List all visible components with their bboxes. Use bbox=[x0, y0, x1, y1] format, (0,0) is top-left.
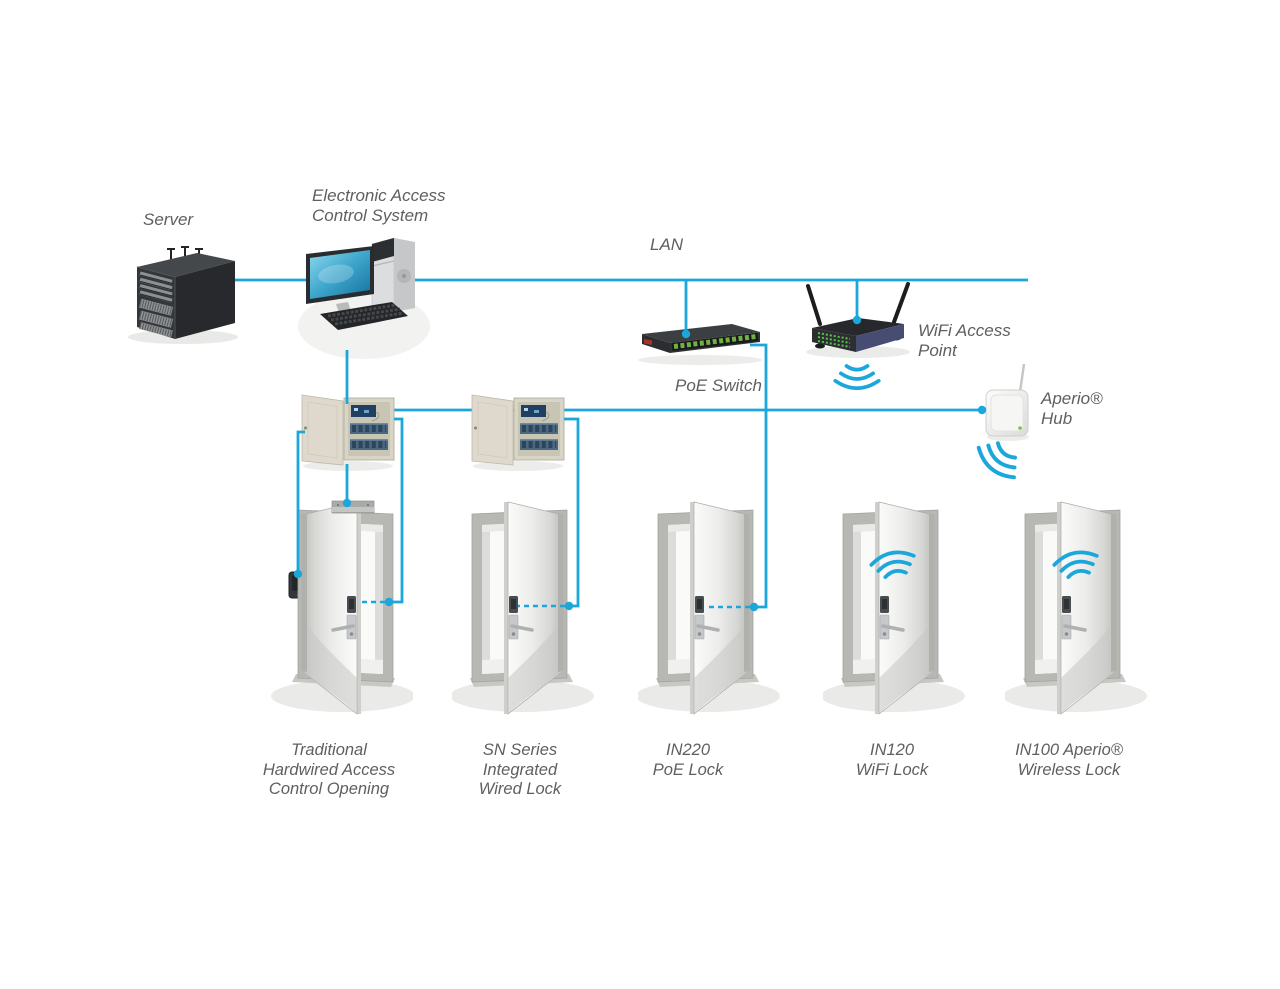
antenna-left bbox=[806, 284, 822, 326]
control-panel-1 bbox=[298, 392, 398, 472]
door4-label: IN120 WiFi Lock bbox=[855, 741, 929, 779]
poe-switch-device bbox=[638, 324, 762, 365]
maglock bbox=[331, 500, 375, 514]
antenna-right bbox=[892, 282, 910, 324]
server-rack-units bbox=[138, 271, 174, 338]
door-in100 bbox=[1005, 500, 1149, 716]
server-device bbox=[128, 246, 238, 344]
lan-label: LAN bbox=[650, 235, 684, 254]
door-traditional bbox=[269, 500, 413, 716]
door-sn-series bbox=[452, 500, 596, 716]
door3-label: IN220 PoE Lock bbox=[652, 741, 724, 779]
door1-label: Traditional Hardwired Access Control Ope… bbox=[262, 741, 396, 798]
ap-wifi-arcs bbox=[833, 364, 881, 391]
aperio-hub-device bbox=[985, 363, 1029, 441]
wifi-access-point-device bbox=[806, 282, 910, 358]
door-in220 bbox=[638, 500, 782, 716]
hub-antenna bbox=[1018, 363, 1026, 393]
eacs-computer bbox=[298, 237, 430, 359]
aperio-hub-label: Aperio® Hub bbox=[1041, 389, 1103, 428]
door5-label: IN100 Aperio® Wireless Lock bbox=[1015, 741, 1123, 779]
switch-red-label bbox=[644, 339, 652, 345]
eacs-label: Electronic Access Control System bbox=[312, 186, 446, 225]
door2-label: SN Series Integrated Wired Lock bbox=[478, 741, 562, 798]
server-label: Server bbox=[143, 210, 194, 229]
computer-keyboard bbox=[320, 302, 408, 330]
control-panel-2 bbox=[468, 392, 568, 472]
door-in120 bbox=[823, 500, 967, 716]
switch-ports bbox=[673, 334, 757, 349]
wifi-ap-label: WiFi Access Point bbox=[918, 321, 1011, 360]
ap-led-grid bbox=[817, 332, 851, 348]
poe-switch-label: PoE Switch bbox=[675, 376, 762, 395]
